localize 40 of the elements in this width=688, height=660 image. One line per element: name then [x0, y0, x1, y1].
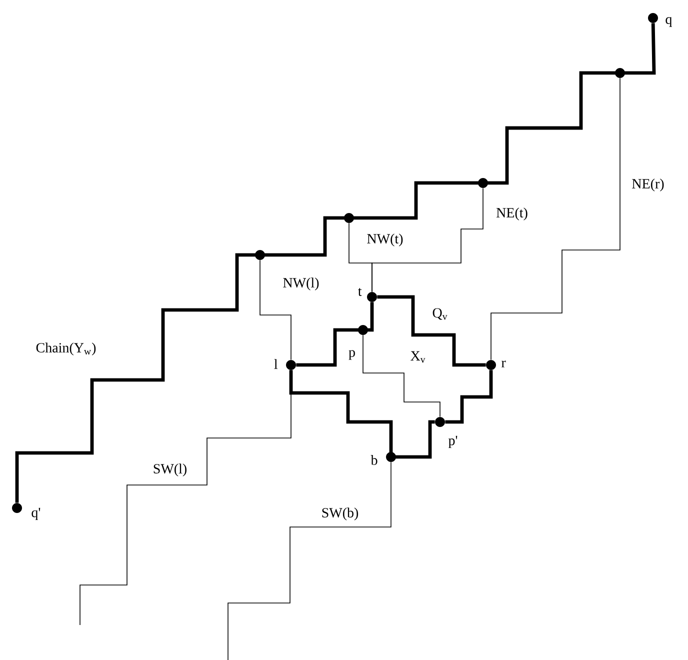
- edge-label: NW(l): [282, 276, 320, 292]
- labeled-point: b: [370, 452, 396, 465]
- staircase-path: [80, 370, 292, 626]
- edge-label: SW(l): [152, 462, 188, 478]
- staircase-path: [15, 23, 656, 503]
- staircase-path: [362, 334, 440, 418]
- node-label: q: [666, 17, 672, 27]
- staircase-path: [228, 462, 392, 660]
- staircase-path: [296, 302, 374, 367]
- edge-label: Q$_{v}$: [431, 307, 449, 321]
- staircase-path: [372, 188, 484, 292]
- staircase-path: [490, 78, 620, 360]
- point-dot: [615, 68, 625, 78]
- point-dot: [255, 250, 265, 260]
- node-label: b: [370, 455, 378, 465]
- labeled-point: t: [358, 288, 377, 302]
- node-label: p: [348, 350, 355, 360]
- node-label: t: [358, 288, 362, 296]
- staircase-path: [445, 370, 493, 424]
- labeled-point: p: [348, 324, 368, 360]
- node-label: r: [501, 360, 506, 368]
- edge-label: X$_{v}$: [409, 350, 427, 364]
- node-label: p': [448, 436, 458, 448]
- edge-label: NE(t): [495, 206, 529, 222]
- staircase-path: [377, 295, 486, 367]
- edge-label: SW(b): [320, 506, 360, 522]
- labeled-point: q': [12, 502, 40, 520]
- labeled-point: r: [486, 360, 506, 370]
- staircase-path: [289, 370, 435, 459]
- staircase-path: [260, 260, 292, 360]
- labeled-point: l: [274, 359, 296, 370]
- labeled-point: p': [435, 416, 458, 448]
- node-label: l: [274, 359, 278, 369]
- point-dot: [478, 178, 488, 188]
- edge-label: NE(r): [630, 178, 666, 192]
- node-label: q': [32, 508, 40, 520]
- point-dot: [344, 212, 354, 223]
- labeled-point: q: [648, 12, 672, 27]
- edge-label: Chain(Y$_{w}$): [34, 342, 98, 356]
- edge-label: NW(t): [366, 232, 404, 248]
